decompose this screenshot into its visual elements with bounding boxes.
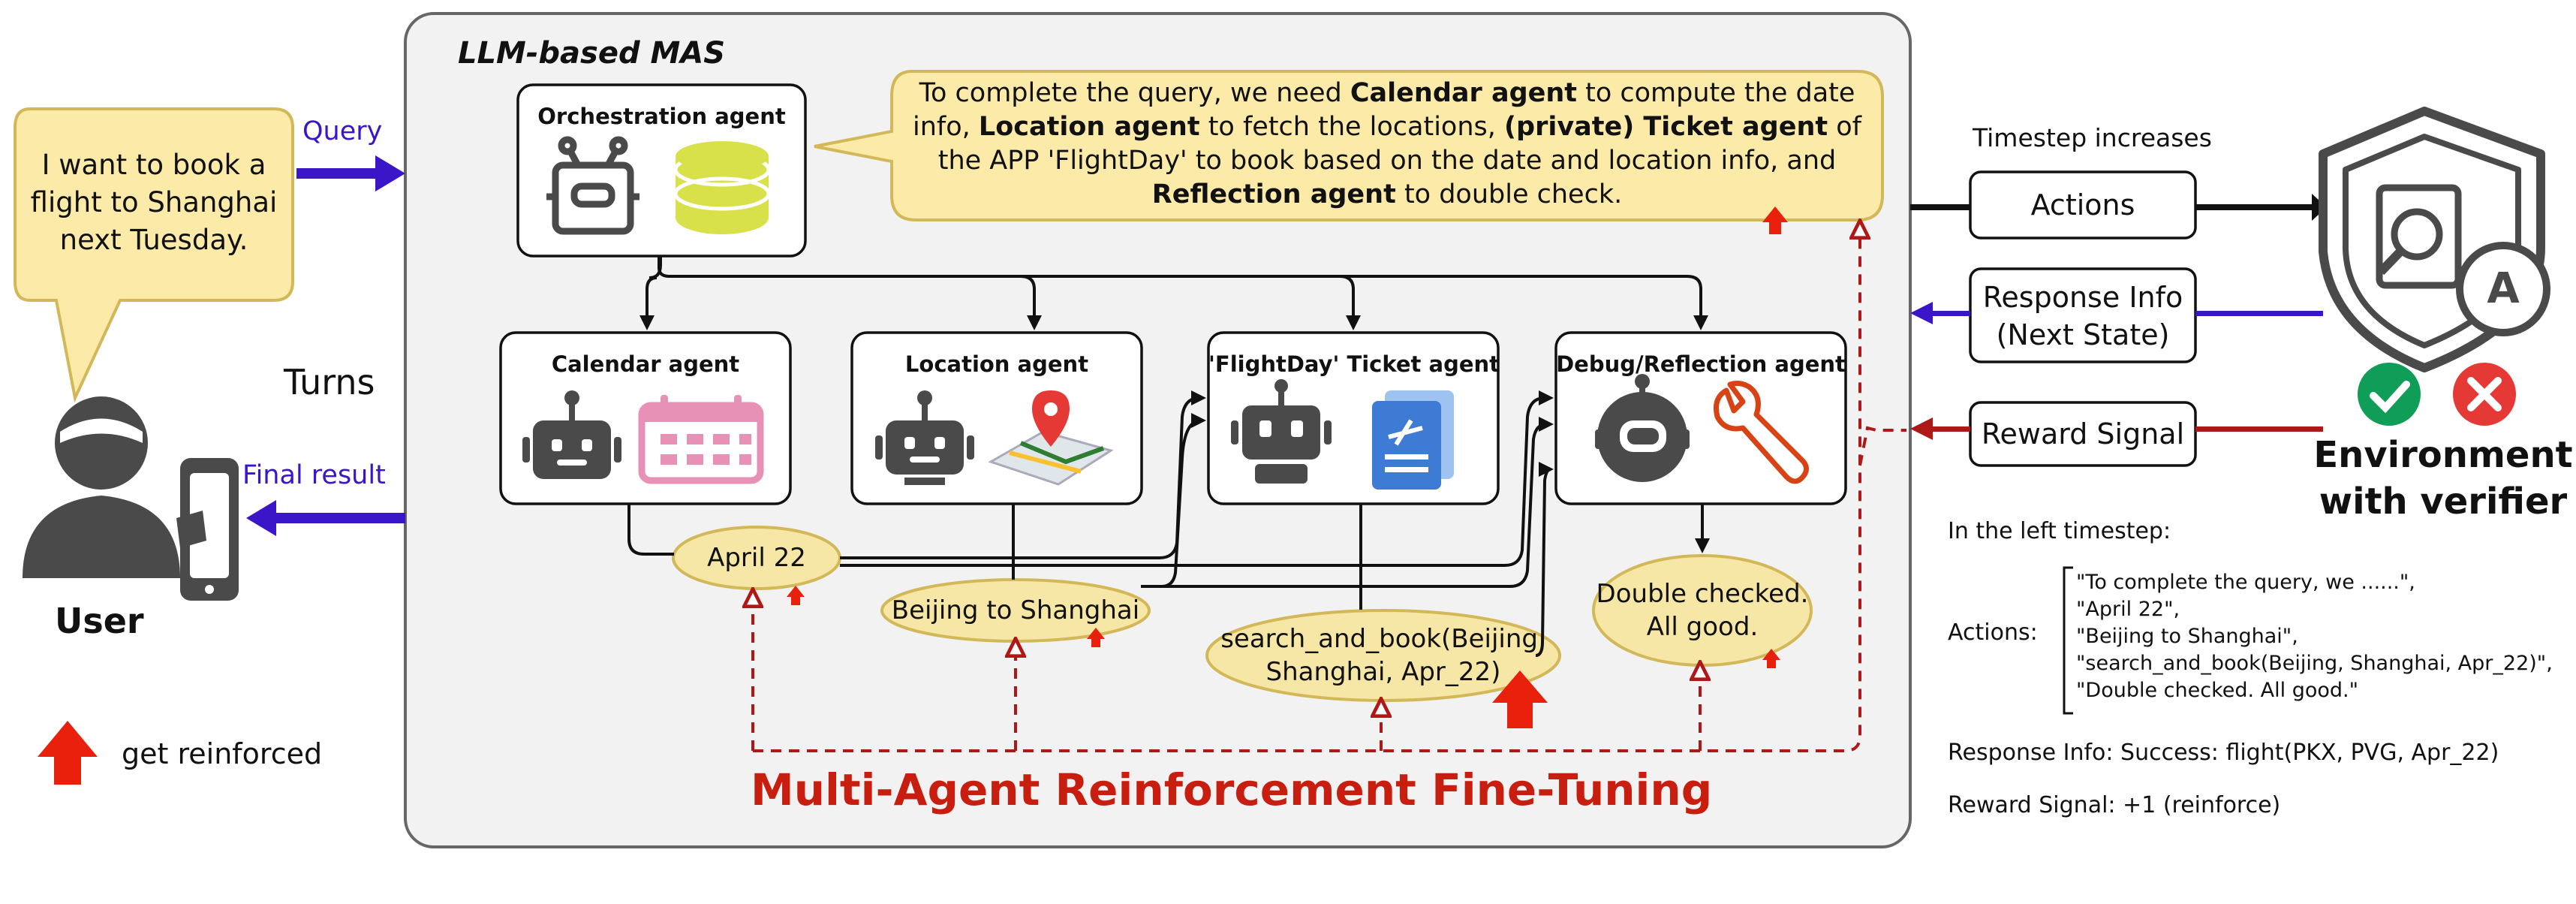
ticket-document-icon — [1372, 390, 1454, 490]
actions-bracket — [2063, 566, 2073, 715]
speech-2c: to fetch the locations, — [1199, 112, 1505, 142]
query-label: Query — [302, 116, 383, 146]
search-label-2: Shanghai, Apr_22) — [1265, 657, 1501, 687]
mas-title: LLM-based MAS — [458, 36, 726, 71]
response-box-line-1: Response Info — [1982, 281, 2183, 314]
orchestration-robot-icon — [546, 136, 639, 235]
location-agent-title: Location agent — [904, 351, 1089, 377]
search-label-1: search_and_book(Beijing, — [1220, 624, 1546, 654]
beijing-label: Beijing to Shanghai — [891, 595, 1140, 625]
speech-2a: info, — [913, 112, 979, 142]
debug-robot-icon — [1595, 374, 1690, 482]
actions-list-item: "April 22", — [2076, 598, 2180, 621]
user-speech-line-2: flight to Shanghai — [30, 186, 278, 218]
location-robot-icon — [875, 390, 974, 485]
actions-list-item: "search_and_book(Beijing, Shanghai, Apr_… — [2076, 652, 2553, 675]
data-flow-connectors — [627, 390, 1710, 657]
response-box-line-2: (Next State) — [1996, 318, 2170, 351]
left-timestep-label: In the left timestep: — [1948, 518, 2171, 544]
verifier-badge-letter: A — [2487, 264, 2520, 313]
marft-label: Multi-Agent Reinforcement Fine-Tuning — [751, 764, 1713, 815]
reinforce-legend-arrow-icon — [38, 721, 98, 785]
query-arrow — [296, 155, 405, 191]
orchestration-speech-bubble — [814, 70, 1884, 221]
speech-2e: of — [1828, 112, 1861, 142]
user-label: User — [55, 601, 144, 641]
speech-4a: Reflection agent — [1151, 179, 1396, 209]
reward-box — [1969, 401, 2197, 467]
ticket-robot-icon — [1231, 379, 1332, 484]
calendar-agent-title: Calendar agent — [551, 351, 740, 377]
orchestration-agent-title: Orchestration agent — [537, 104, 786, 129]
calendar-icon — [638, 395, 764, 484]
user-speech-bubble — [14, 107, 294, 403]
actions-list-item: "Beijing to Shanghai", — [2076, 625, 2298, 648]
verifier-badge-icon — [2456, 242, 2550, 336]
actions-list-label: Actions: — [1948, 619, 2038, 646]
actions-box-label: Actions — [2030, 188, 2135, 221]
wrench-icon — [1714, 381, 1809, 484]
database-icon — [673, 141, 771, 234]
debug-agent-title: Debug/Reflection agent — [1556, 351, 1846, 377]
double-label-2: All good. — [1646, 612, 1759, 642]
turns-label: Turns — [284, 362, 375, 402]
cross-icon — [2453, 363, 2516, 426]
user-speech-line-1: I want to book a — [41, 149, 266, 181]
response-info-text: Response Info: Success: flight(PKX, PVG,… — [1948, 740, 2499, 766]
april-label: April 22 — [707, 543, 806, 573]
reinforce-arrows — [787, 206, 1788, 728]
reward-signal-text: Reward Signal: +1 (reinforce) — [1948, 792, 2281, 818]
speech-2d: (private) Ticket agent — [1504, 112, 1828, 142]
reward-box-label: Reward Signal — [1981, 417, 2185, 450]
speech-1a: To complete the query, we need — [919, 78, 1350, 108]
double-label-1: Double checked. — [1596, 579, 1809, 609]
speech-3: the APP 'FlightDay' to book based on the… — [937, 146, 1837, 176]
timestep-label: Timestep increases — [1973, 123, 2212, 152]
calendar-robot-icon — [522, 390, 621, 479]
user-speech-line-3: next Tuesday. — [59, 224, 248, 256]
final-result-arrow — [246, 500, 405, 536]
feedback-dashed-lines — [753, 229, 1906, 752]
speech-1c: to compute the date — [1577, 78, 1855, 108]
actions-list-item: "To complete the query, we ......", — [2076, 571, 2415, 594]
reward-arrow — [1910, 417, 2323, 440]
environment-label-2: with verifier — [2319, 481, 2568, 523]
speech-1b: Calendar agent — [1350, 78, 1578, 108]
ticket-agent-title: 'FlightDay' Ticket agent — [1208, 351, 1500, 377]
orchestration-speech-text: To complete the query, we need Calendar … — [893, 77, 1881, 212]
speech-4b: to double check. — [1395, 179, 1623, 209]
final-result-label: Final result — [242, 460, 386, 490]
orchestration-connectors — [639, 256, 1708, 330]
actions-list: "To complete the query, we ......", "Apr… — [2076, 569, 2553, 704]
environment-label-1: Environment — [2313, 434, 2573, 476]
response-arrow — [1910, 302, 2323, 324]
reinforced-legend-label: get reinforced — [122, 737, 323, 770]
actions-list-item: "Double checked. All good." — [2076, 679, 2359, 702]
check-icon — [2358, 363, 2421, 426]
map-pin-icon — [988, 390, 1114, 486]
speech-2b: Location agent — [978, 112, 1200, 142]
user-avatar-icon — [23, 396, 239, 601]
